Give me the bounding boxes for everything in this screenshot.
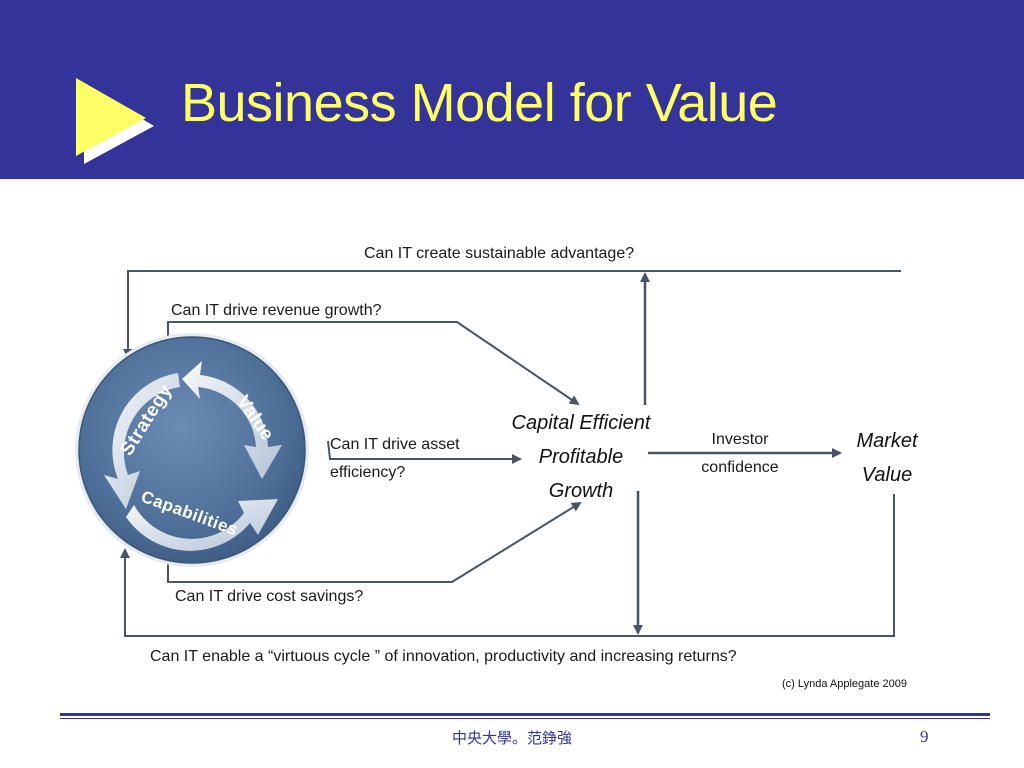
question-revenue-growth: Can IT drive revenue growth? — [171, 302, 382, 319]
investor-confidence-label: Investor confidence — [690, 426, 790, 482]
market-node-line2: Value — [861, 464, 913, 486]
play-triangle-icon — [76, 78, 154, 164]
copyright-note: (c) Lynda Applegate 2009 — [782, 678, 907, 690]
asset-efficiency-connector — [327, 440, 522, 464]
cost-savings-connector — [167, 501, 582, 583]
value-model-diagram: Strategy Value Capabilities Can IT creat… — [0, 179, 1024, 709]
virtuous-cycle-loop — [120, 494, 895, 637]
title-bar: Business Model for Value — [0, 0, 1024, 179]
investor-confidence-line2: confidence — [701, 459, 779, 476]
question-cost-savings: Can IT drive cost savings? — [175, 588, 364, 605]
center-node-line1: Capital Efficient — [511, 412, 651, 434]
question-asset-efficiency-line2: efficiency? — [330, 464, 406, 481]
diagram-connectors: Strategy Value Capabilities — [75, 270, 901, 637]
page-number: 9 — [920, 727, 929, 746]
footer-rule — [60, 713, 990, 721]
investor-confidence-line1: Investor — [711, 431, 769, 448]
market-node-line1: Market — [856, 430, 918, 452]
sustainable-advantage-loop — [123, 270, 901, 359]
center-node-line3: Growth — [548, 480, 614, 502]
center-node-line2: Profitable — [538, 446, 624, 468]
question-asset-efficiency: Can IT drive asset efficiency? — [330, 431, 460, 487]
question-sustainable-advantage: Can IT create sustainable advantage? — [364, 245, 635, 262]
page-title: Business Model for Value — [181, 73, 778, 133]
footer-author: 中央大學。范錚強 — [451, 729, 572, 747]
question-asset-efficiency-line1: Can IT drive asset — [330, 436, 460, 453]
capital-efficient-growth-node: Capital Efficient Profitable Growth — [495, 406, 667, 508]
circular-arrows-icon: Strategy Value Capabilities — [75, 333, 309, 567]
question-virtuous-cycle: Can IT enable a “virtuous cycle ” of inn… — [150, 648, 737, 665]
market-value-node: Market Value — [842, 424, 932, 492]
